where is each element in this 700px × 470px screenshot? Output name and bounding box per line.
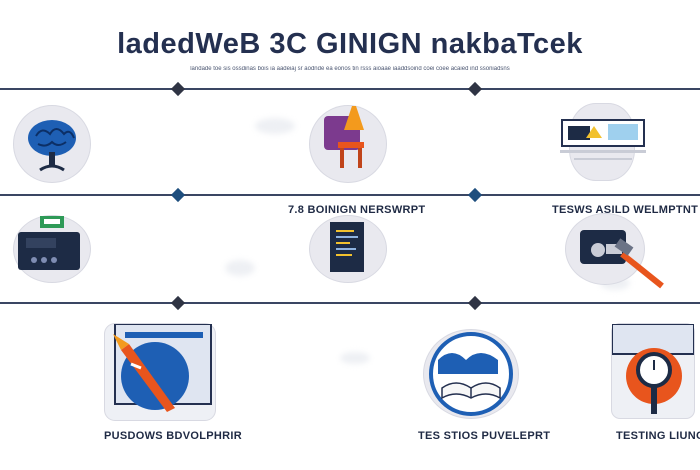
background-smudge: [340, 352, 370, 364]
page-title: ladedWeB 3C GINIGN nakbaTcek: [117, 28, 583, 60]
page-subtitle: landade toe sis ossdinas bois ia aadeiaj…: [190, 66, 510, 72]
node-label-documentation: TES STIOS PUVELEPRT: [418, 430, 551, 442]
laptop-chart-icon: [560, 119, 646, 160]
connector-diamond: [170, 295, 186, 311]
node-coding[interactable]: [310, 216, 386, 282]
row-divider-2: [0, 194, 700, 196]
connector-diamond: [170, 81, 186, 97]
brain-tree-icon: [28, 120, 76, 172]
background-smudge: [225, 260, 255, 276]
node-label-coding: 7.8 BOINIGN NERSWRPT: [288, 204, 426, 216]
node-label-deployment: PUSDOWS BDVOLPHRIR: [104, 430, 243, 442]
node-launch[interactable]: [612, 324, 694, 418]
node-research[interactable]: [14, 106, 90, 182]
connector-diamond: [467, 187, 483, 203]
node-label-launch: TESTING LIUNCH: [616, 430, 700, 442]
code-document-icon: [330, 222, 364, 272]
rocket-globe-icon: [113, 324, 212, 412]
stopwatch-icon: [612, 324, 694, 414]
node-development[interactable]: [14, 216, 90, 282]
row-divider-1: [0, 88, 700, 90]
lamp-chair-icon: [324, 106, 364, 168]
hammer-screen-icon: [580, 230, 664, 289]
printer-device-icon: [18, 216, 80, 270]
node-planning[interactable]: [310, 106, 386, 182]
connector-diamond: [467, 81, 483, 97]
row-divider-3: [0, 302, 700, 304]
node-design[interactable]: [560, 104, 646, 180]
connector-diamond: [467, 295, 483, 311]
node-label-testing: TESWS ASILD WELMPTNT: [552, 204, 699, 216]
open-book-icon: [429, 332, 513, 416]
node-documentation[interactable]: [424, 330, 518, 418]
background-smudge: [255, 118, 295, 134]
connector-diamond: [170, 187, 186, 203]
node-testing[interactable]: [566, 214, 664, 289]
node-deployment[interactable]: [105, 324, 215, 420]
